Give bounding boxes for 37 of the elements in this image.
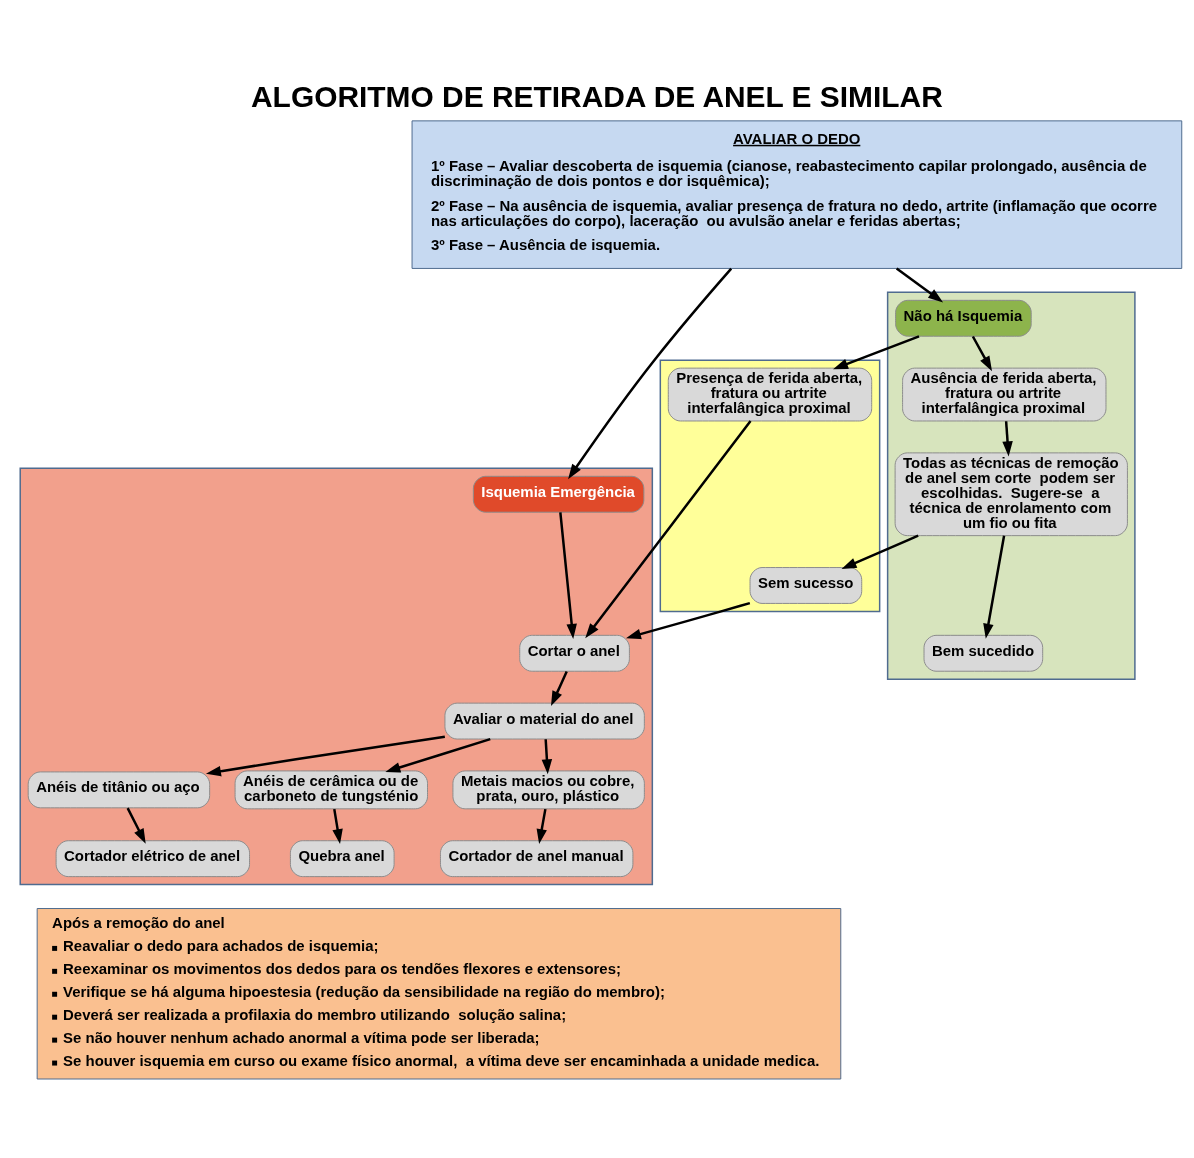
node-box: Bem sucedido — [923, 634, 1044, 672]
arrow — [332, 808, 343, 844]
arrow — [585, 419, 752, 638]
arrow — [541, 738, 553, 774]
arrow — [833, 334, 920, 369]
cluster — [886, 291, 1136, 680]
node-box: Todas as técnicas de remoção de anel sem corte podem ser escolhidas. Sugere-se a técnica de enrolamento com um fio ou fita — [894, 451, 1128, 536]
arrow — [205, 734, 445, 776]
arrow — [559, 511, 577, 639]
node-box: Não há Isquemia — [895, 299, 1032, 337]
node-box: Quebra anel — [289, 839, 395, 877]
cluster — [19, 467, 654, 885]
arrow — [841, 534, 919, 569]
arrow — [983, 534, 1006, 639]
arrow — [625, 601, 751, 639]
node-box: Isquemia Emergência — [472, 475, 645, 513]
node-box: Avaliar o material do anel — [444, 702, 645, 739]
arrow — [536, 808, 547, 844]
node-box: Ausência de ferida aberta, fratura ou artrite interfalângica proximal — [902, 367, 1107, 421]
node-box: Após a remoção do anel Reavaliar o dedo para achados de isquemia; Reexaminar os movimentos dos dedos para os tendões flexores e extensores; Verifique se há alguma hipoestesia (redução da sensibilidade na região do membro); Deverá ser realizada a profilaxia do membro utilizando solução salina; Se não houver nenhum achado anormal a vítima pode ser liberada; Se houver isquemia em curso ou exame físico anormal, a vítima deve ser encaminhada a unidade medica. — [36, 907, 842, 1079]
arrow — [971, 335, 993, 371]
node-box: AVALIAR O DEDO 1º Fase – Avaliar descoberta de isquemia (cianose, reabastecimento capilar prolongado, ausência de discriminação de dois pontos e dor isquêmica); 2º Fase – Na ausência de isquemia, avaliar presença de fratura no dedo, artrite (inflamação que ocorre nas articulações do corpo), laceração ou avulsão anelar e feridas abertas; 3º Fase – Ausência de isquemia. — [411, 119, 1183, 269]
node-box: Cortador elétrico de anel — [55, 839, 251, 877]
node-box: Anéis de cerâmica ou de carboneto de tungsténio — [234, 769, 428, 809]
diagram-title: ALGORITMO DE RETIRADA DE ANEL E SIMILAR — [251, 79, 943, 113]
arrow — [568, 267, 733, 479]
node-box: Presença de ferida aberta, fratura ou artrite interfalângica proximal — [667, 367, 873, 421]
arrow — [895, 267, 944, 302]
node-box: Sem sucesso — [749, 566, 863, 604]
arrow — [126, 807, 146, 844]
node-box: Cortador de anel manual — [439, 839, 634, 877]
arrow — [385, 737, 491, 772]
node-box: Anéis de titânio ou aço — [27, 770, 211, 808]
arrow — [551, 670, 568, 706]
node-box: Cortar o anel — [519, 634, 630, 672]
arrow — [1002, 420, 1013, 456]
node-box: Metais macios ou cobre, prata, ouro, plástico — [452, 769, 645, 809]
